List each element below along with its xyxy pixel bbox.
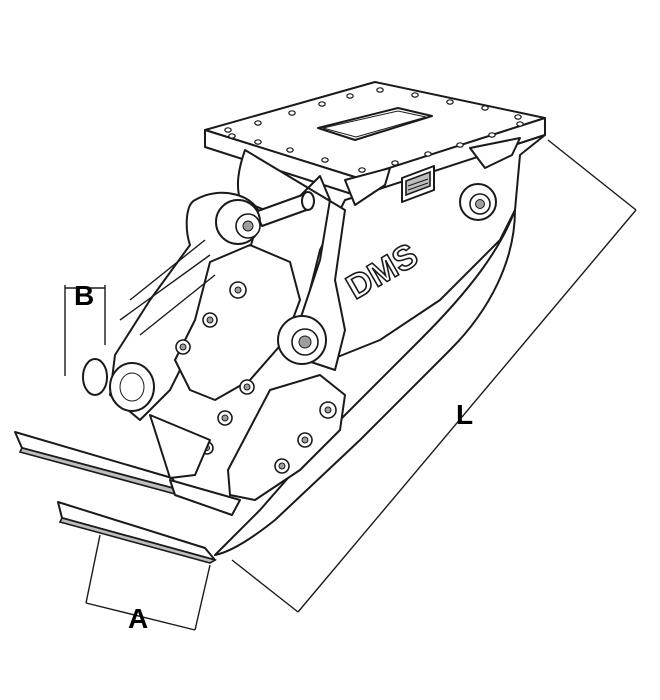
plate-bracket-left <box>344 167 391 206</box>
dimension-a: A <box>85 534 211 634</box>
hex-bolts <box>175 281 337 474</box>
dimension-b-label: B <box>74 280 94 311</box>
dimension-l: L <box>231 139 637 613</box>
pivot-pin-lower <box>109 362 155 412</box>
cross-shaft <box>254 191 315 227</box>
nameplate <box>401 165 435 203</box>
dimension-b: B <box>64 280 106 376</box>
pivot-pin-right <box>459 183 497 221</box>
plate-bracket-right <box>469 137 521 169</box>
linkage-arms <box>109 191 346 501</box>
jaw-blade-lower <box>57 479 241 564</box>
pivot-pin-middle <box>277 315 327 365</box>
mounting-plate-bolt-holes <box>224 87 524 173</box>
dimension-l-label: L <box>456 399 473 430</box>
dimension-a-label: A <box>128 603 148 634</box>
jaw-blade-upper <box>14 414 211 495</box>
pivot-pin-front <box>82 358 108 396</box>
pivot-pin-upper <box>215 199 261 245</box>
mounting-plate-opening <box>317 107 433 141</box>
